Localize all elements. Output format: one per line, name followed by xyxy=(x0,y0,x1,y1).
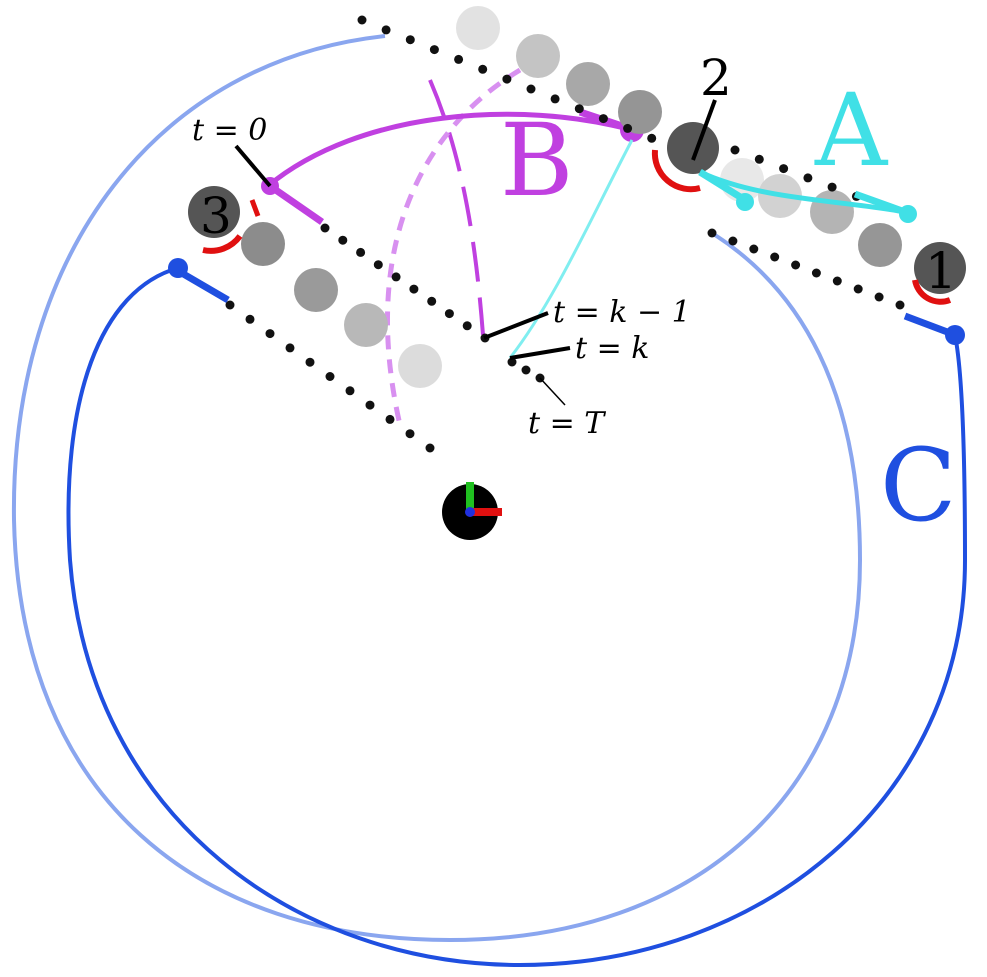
trajectory-dot xyxy=(429,45,439,55)
trajectory-dot xyxy=(521,365,531,375)
trajectory-dot xyxy=(507,357,517,367)
trajectory-dot xyxy=(779,164,789,174)
label-tk1: t = k − 1 xyxy=(553,295,691,330)
trajectory-dot xyxy=(574,104,584,114)
trajectory-dot xyxy=(832,276,842,286)
trajectory-dot xyxy=(895,300,905,310)
trajectory-dot xyxy=(357,15,367,25)
path-c-arc xyxy=(66,266,968,968)
path-a-arc-inner xyxy=(508,139,634,359)
robot-base-icon xyxy=(442,482,502,540)
safety-arc-2 xyxy=(651,149,701,193)
trajectory-dot xyxy=(405,429,415,439)
trajectory-dot xyxy=(325,372,335,381)
trajectory-dot xyxy=(791,260,801,270)
tT-leader xyxy=(539,377,566,406)
obstacle-ghost-trail xyxy=(241,6,902,388)
path-b-dashed-arc-1 xyxy=(428,79,485,336)
label-obstacle-1: 1 xyxy=(925,242,957,300)
trajectory-dot xyxy=(338,235,348,245)
label-path-a: A xyxy=(814,72,889,189)
trajectory-dot xyxy=(409,284,419,294)
obstacle-2-leader xyxy=(691,99,717,161)
trajectory-dot xyxy=(526,84,536,94)
label-path-c: C xyxy=(880,427,957,544)
trajectory-dot xyxy=(598,114,608,124)
obstacle-3 xyxy=(188,186,261,254)
obstacle-1 xyxy=(912,242,966,305)
trajectory-dot xyxy=(265,329,275,339)
t0-leader xyxy=(234,144,272,188)
trajectory-dot xyxy=(502,74,512,84)
trajectory-dot xyxy=(770,252,780,262)
trajectory-dot xyxy=(454,54,464,64)
path-a-arc xyxy=(698,169,906,215)
label-tT: t = T xyxy=(528,406,606,441)
trajectory-dot xyxy=(623,123,633,133)
label-path-b: B xyxy=(500,102,574,219)
path-c-light-arc xyxy=(11,34,863,943)
trajectory-dot xyxy=(245,314,255,324)
trajectory-dot xyxy=(356,247,366,257)
safety-arc-1 xyxy=(912,279,952,305)
path-c-start-arrow xyxy=(178,268,230,304)
trajectory-dot xyxy=(385,414,395,424)
trajectory-dot xyxy=(827,182,837,192)
trajectory-dot xyxy=(391,272,401,282)
trajectory-dot xyxy=(707,228,717,238)
trajectory-dot xyxy=(874,292,884,302)
path-c-end-arrow xyxy=(903,312,952,337)
safety-arc-3 xyxy=(202,234,243,254)
trajectory-dot xyxy=(478,64,488,74)
label-t0: t = 0 xyxy=(192,113,267,148)
obstacle-2 xyxy=(651,122,719,193)
path-b-arc xyxy=(266,111,633,188)
trajectory-dot xyxy=(462,321,472,331)
trajectory-dot xyxy=(647,133,657,143)
label-obstacle-3: 3 xyxy=(200,187,232,245)
trajectory-dot xyxy=(811,268,821,278)
trajectory-dot xyxy=(550,94,560,104)
dotted-trajectories xyxy=(225,15,910,453)
trajectory-dot xyxy=(749,244,759,254)
trajectory-dot xyxy=(853,284,863,294)
trajectory-dot xyxy=(345,386,355,396)
trajectory-dot xyxy=(730,145,740,155)
tk-leader xyxy=(509,346,571,360)
trajectory-dot xyxy=(373,260,383,270)
trajectory-dot xyxy=(381,25,391,35)
trajectory-dot xyxy=(320,223,330,233)
trajectory-dot xyxy=(305,357,315,367)
trajectory-dot xyxy=(754,154,764,164)
trajectory-dot xyxy=(285,343,295,353)
trajectory-dot xyxy=(225,300,235,310)
trajectory-dot xyxy=(427,296,437,306)
path-b-start-arrow xyxy=(268,183,324,225)
trajectory-dot xyxy=(365,400,375,410)
path-a-arrow-2 xyxy=(698,169,747,203)
label-tk: t = k xyxy=(575,331,649,366)
trajectory-dot xyxy=(425,443,435,453)
path-a-arrow-1 xyxy=(853,190,907,216)
tk1-leader xyxy=(483,311,549,340)
path-b-dashed-arc-2 xyxy=(385,67,522,426)
label-obstacle-2: 2 xyxy=(700,49,732,107)
trajectory-dot xyxy=(405,35,415,45)
trajectory-dot xyxy=(728,236,738,246)
trajectory-dot xyxy=(803,173,813,183)
trajectory-dot xyxy=(444,309,454,319)
